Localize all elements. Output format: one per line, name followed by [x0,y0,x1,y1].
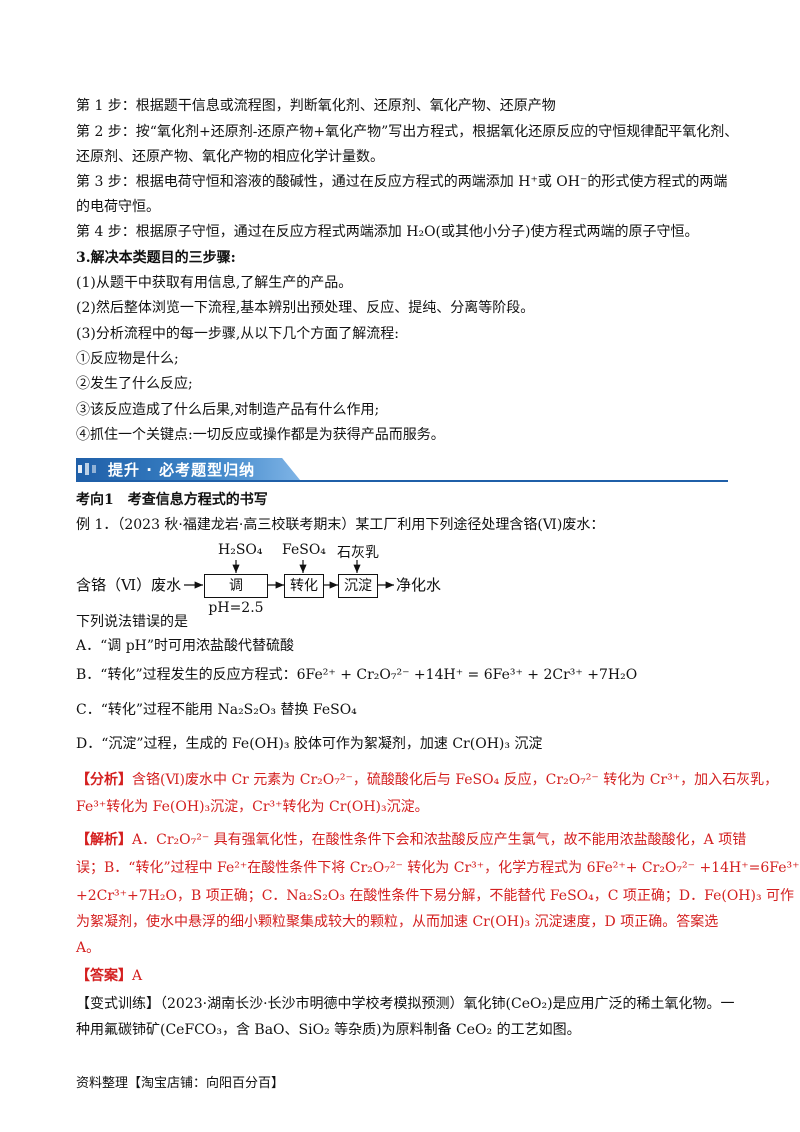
explanation-label: 【解析】 [76,832,132,848]
process-flow-diagram: 含铬（Ⅵ）废水 H₂SO₄ 调pH=2.5 FeSO₄ 转化 石灰乳 沉淀 净化… [76,540,496,616]
banner-tab [76,458,300,480]
three-steps-p2: (2)然后整体浏览一下流程,基本辨别出预处理、反应、提纯、分离等阶段。 [76,300,535,316]
variant-line-2: 种用氟碳铈矿(CeFCO₃，含 BaO、SiO₂ 等杂质)为原料制备 CeO₂ … [76,1022,581,1038]
option-b: B．“转化”过程发生的反应方程式：6Fe²⁺ + Cr₂O₇²⁻ +14H⁺ =… [76,667,638,683]
flow-box-2: 转化 [284,574,324,598]
question-text: 下列说法错误的是 [76,614,188,630]
analysis-text-1: 含铬(Ⅵ)废水中 Cr 元素为 Cr₂O₇²⁻，硫酸酸化后与 FeSO₄ 反应，… [132,772,779,788]
explanation-line-4: 为絮凝剂，使水中悬浮的细小颗粒聚集成较大的颗粒，从而加速 Cr(OH)₃ 沉淀速… [76,914,719,930]
three-steps-title: 3.解决本类题目的三步骤: [76,250,236,266]
explanation-text-1: A．Cr₂O₇²⁻ 具有强氧化性，在酸性条件下会和浓盐酸反应产生氯气，故不能用浓… [132,832,747,848]
flow-arrows [184,560,394,589]
example-stem: 例 1．（2023 秋·福建龙岩·高三校联考期末）某工厂利用下列途径处理含铬(Ⅵ… [76,517,605,533]
three-steps-c3: ③该反应造成了什么后果,对制造产品有什么作用; [76,402,380,418]
flow-start: 含铬（Ⅵ）废水 [76,576,182,594]
explanation-line-5: A。 [76,940,101,956]
answer-line: 【答案】A [76,966,740,986]
analysis-label: 【分析】 [76,772,132,788]
direction-title: 考向1 考查信息方程式的书写 [76,492,268,508]
step-3-line-2: 的电荷守恒。 [76,199,160,215]
variant-line-1: 【变式训练】（2023·湖南长沙·长沙市明德中学校考模拟预测）氧化铈(CeO₂)… [76,996,735,1012]
flow-box-3: 沉淀 [338,574,378,598]
answer-label: 【答案】 [76,968,132,984]
step-2-line-2: 还原剂、还原产物、氧化产物的相应化学计量数。 [76,149,384,165]
three-steps-p3: (3)分析流程中的每一步骤,从以下几个方面了解流程: [76,326,399,342]
three-steps-c1: ①反应物是什么; [76,351,179,367]
analysis-line-1: 【分析】含铬(Ⅵ)废水中 Cr 元素为 Cr₂O₇²⁻，硫酸酸化后与 FeSO₄… [76,770,778,790]
flow-box-1: 调pH=2.5 [204,574,268,616]
three-steps-c2: ②发生了什么反应; [76,376,193,392]
explanation-line-2: 误；B．“转化”过程中 Fe²⁺在酸性条件下将 Cr₂O₇²⁻ 转化为 Cr³⁺… [76,860,800,876]
step-3-line-1: 第 3 步：根据电荷守恒和溶液的酸碱性，通过在反应方程式的两端添加 H⁺或 OH… [76,174,728,190]
option-d: D．“沉淀”过程，生成的 Fe(OH)₃ 胶体可作为絮凝剂，加速 Cr(OH)₃… [76,736,543,752]
option-a: A．“调 pH”时可用浓盐酸代替硫酸 [76,638,295,654]
analysis-line-2: Fe³⁺转化为 Fe(OH)₃沉淀，Cr³⁺转化为 Cr(OH)₃沉淀。 [76,799,429,815]
flow-end: 净化水 [396,576,442,594]
explanation-line-1: 【解析】A．Cr₂O₇²⁻ 具有强氧化性，在酸性条件下会和浓盐酸反应产生氯气，故… [76,830,746,850]
answer-value: A [132,968,143,984]
three-steps-p1: (1)从题干中获取有用信息,了解生产的产品。 [76,275,353,291]
flow-reagent-3: 石灰乳 [337,545,379,561]
step-4: 第 4 步：根据原子守恒，通过在反应方程式两端添加 H₂O(或其他小分子)使方程… [76,224,699,240]
banner-title: 提升 · 必考题型归纳 [108,461,256,479]
explanation-line-3: +2Cr³⁺+7H₂O，B 项正确；C．Na₂S₂O₃ 在酸性条件下易分解，不能… [76,888,795,904]
footer-note: 资料整理【淘宝店铺：向阳百分百】 [76,1076,285,1091]
three-steps-c4: ④抓住一个关键点:一切反应或操作都是为获得产品而服务。 [76,427,445,443]
flow-reagent-1: H₂SO₄ [218,542,263,558]
step-2-line-1: 第 2 步：按“氧化剂+还原剂-还原产物+氧化产物”写出方程式，根据氧化还原反应… [76,124,739,140]
step-1: 第 1 步：根据题干信息或流程图，判断氧化剂、还原剂、氧化产物、还原产物 [76,98,556,114]
option-c: C．“转化”过程不能用 Na₂S₂O₃ 替换 FeSO₄ [76,702,357,718]
banner-decoration-icon [78,463,96,475]
banner-rule [76,480,728,482]
flow-reagent-2: FeSO₄ [282,542,326,558]
section-banner: 提升 · 必考题型归纳 [76,456,728,482]
